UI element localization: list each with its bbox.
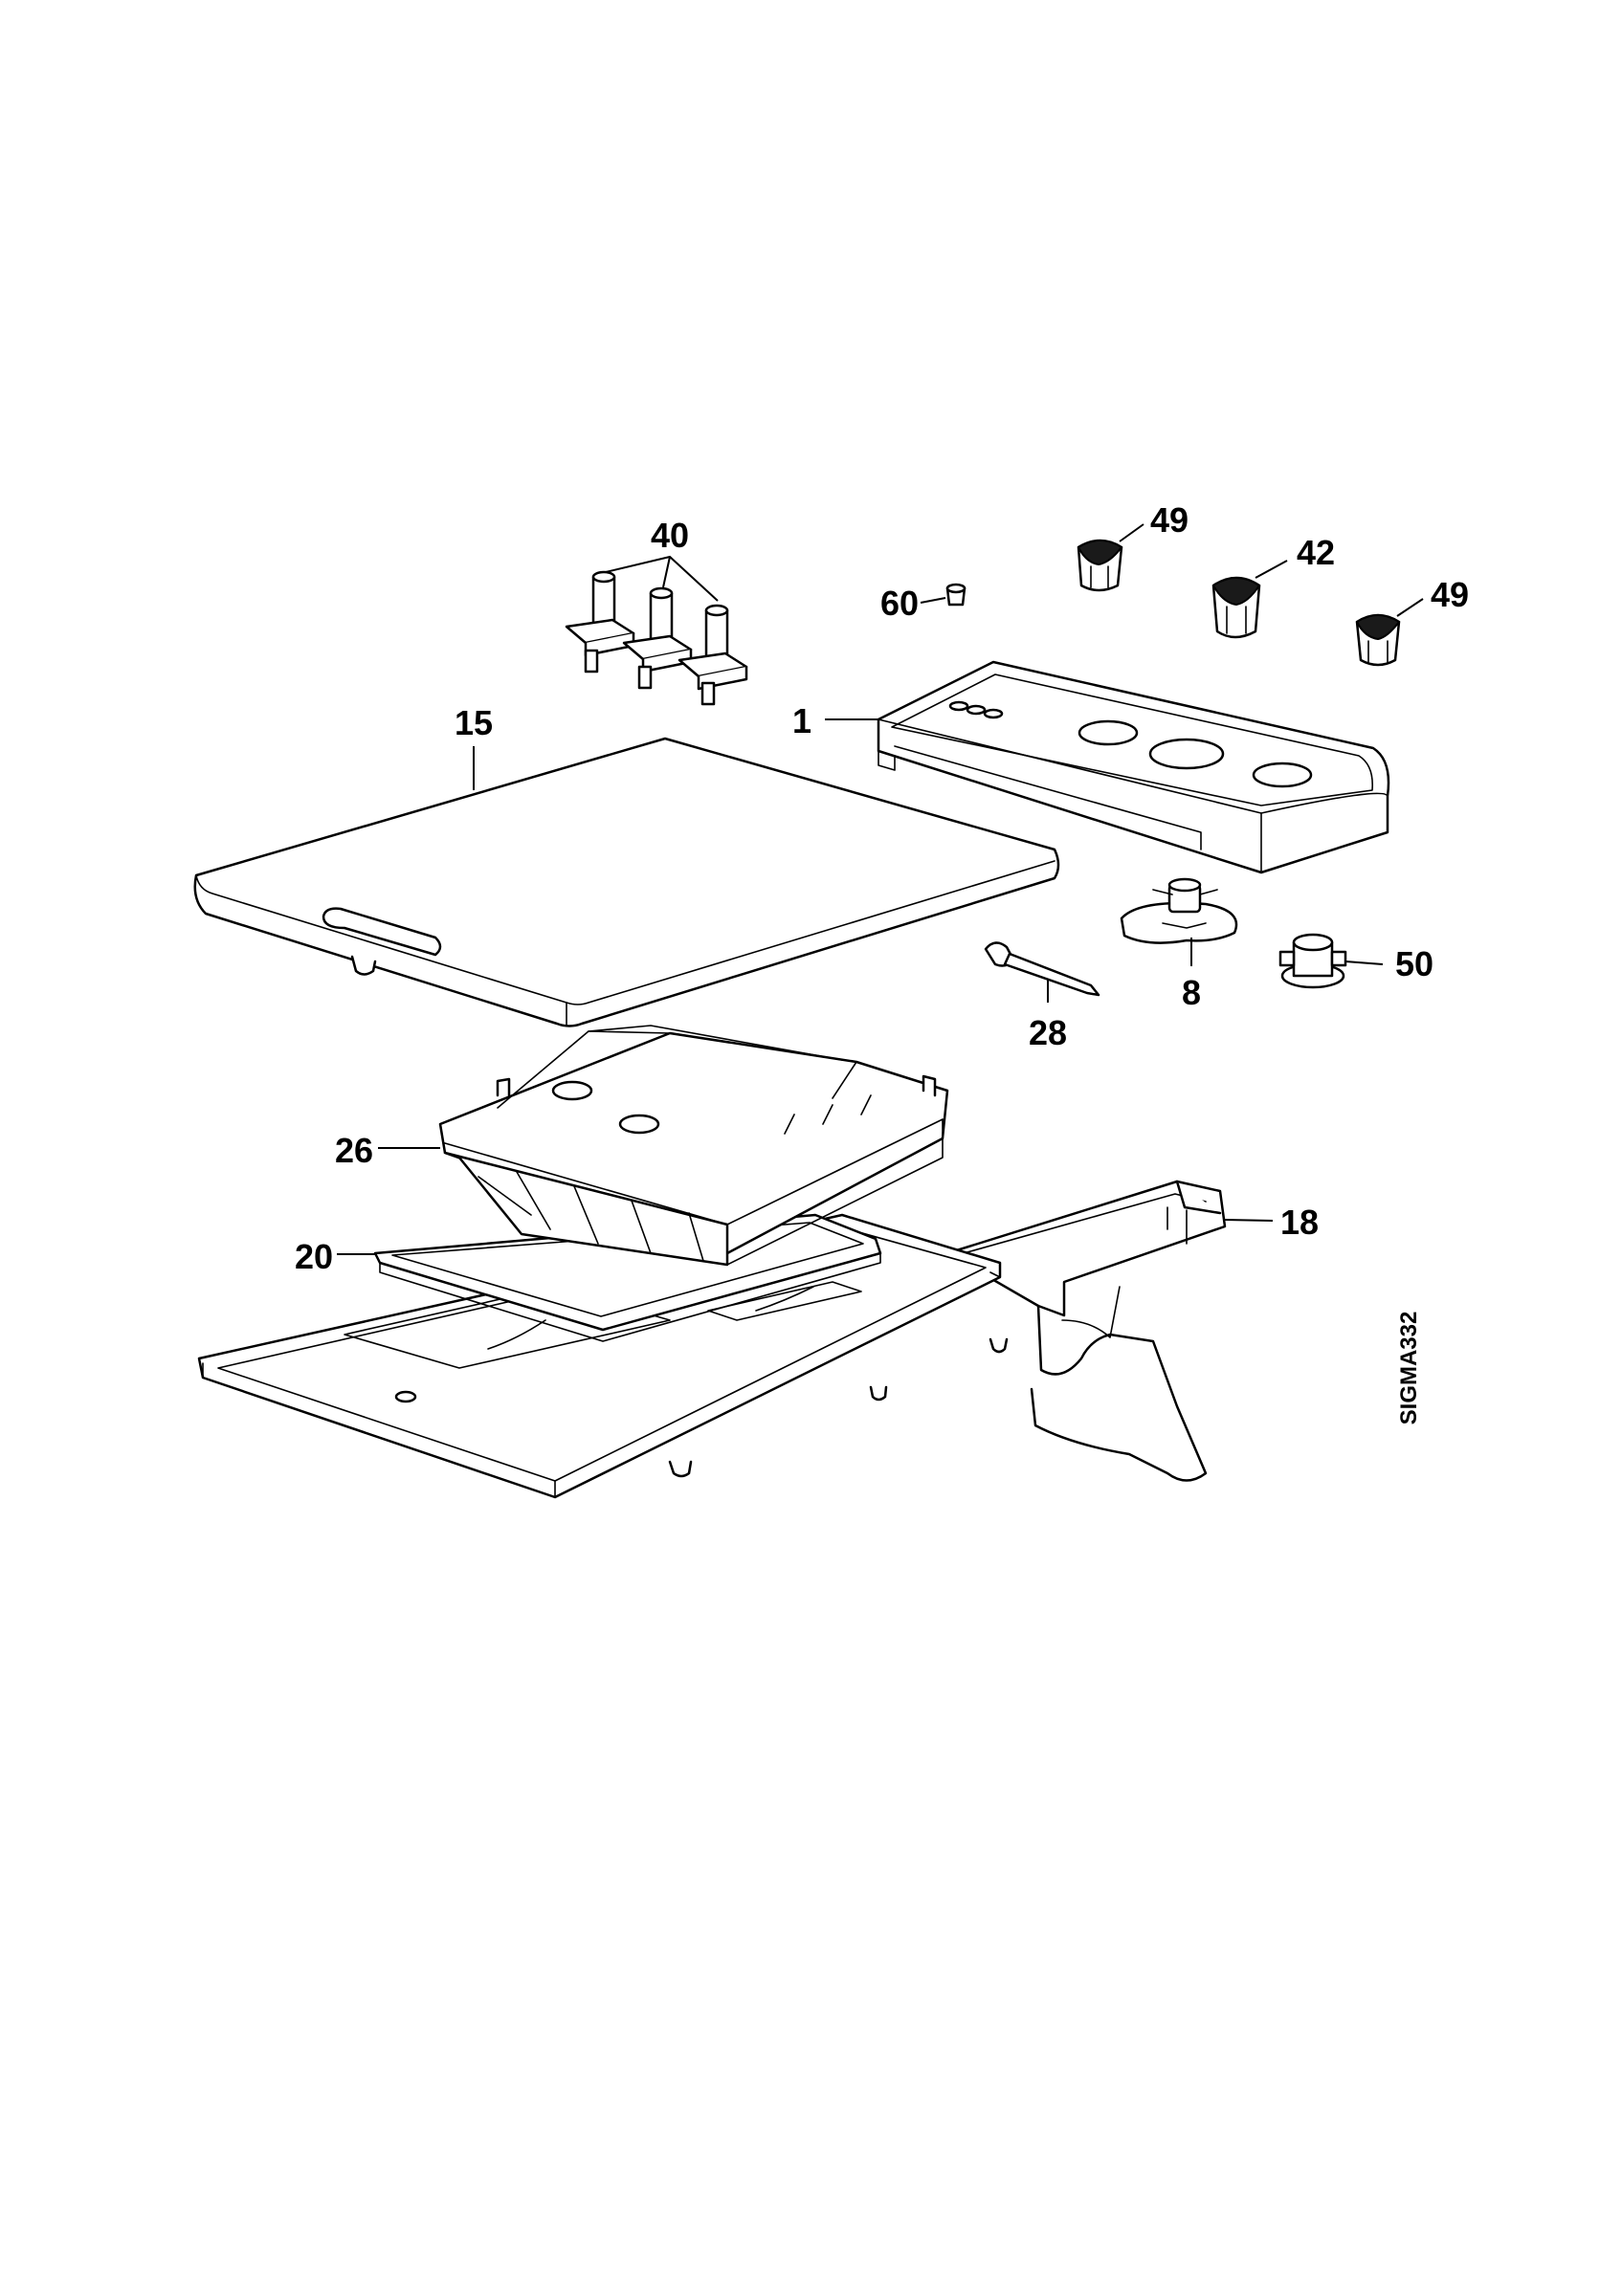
label-15: 15 [455,703,493,742]
part-8-bracket: 8 [1120,877,1238,1012]
part-15-top-lid: 15 [193,703,1060,1027]
label-60: 60 [880,584,919,623]
label-26: 26 [335,1131,373,1170]
part-50-valve: 50 [1278,933,1433,989]
label-49-left: 49 [1150,500,1189,540]
part-49-knob-right: 49 [1355,575,1469,667]
part-20-gasket: 20 [295,1213,882,1342]
part-28-pin: 28 [984,941,1100,1052]
label-18: 18 [1280,1203,1319,1242]
label-8: 8 [1182,973,1201,1012]
part-1-control-panel: 1 [792,660,1390,874]
button-40b [622,586,693,690]
part-18-duct-bracket: 18 [945,1180,1319,1482]
part-26-dispenser: 26 [335,1025,949,1267]
label-50: 50 [1395,944,1433,983]
part-42-knob: 42 [1211,533,1335,639]
label-20: 20 [295,1237,333,1276]
part-49-knob-left: 49 [1077,500,1189,592]
label-40: 40 [651,516,689,555]
label-1: 1 [792,701,811,740]
label-42: 42 [1297,533,1335,572]
part-60-plug: 60 [880,583,967,623]
part-40-buttons: 40 [565,516,748,706]
button-40c [678,604,748,706]
label-49-right: 49 [1431,575,1469,614]
label-28: 28 [1029,1013,1067,1052]
reference-code: SIGMA332 [1396,1312,1422,1425]
button-40a [565,570,635,673]
